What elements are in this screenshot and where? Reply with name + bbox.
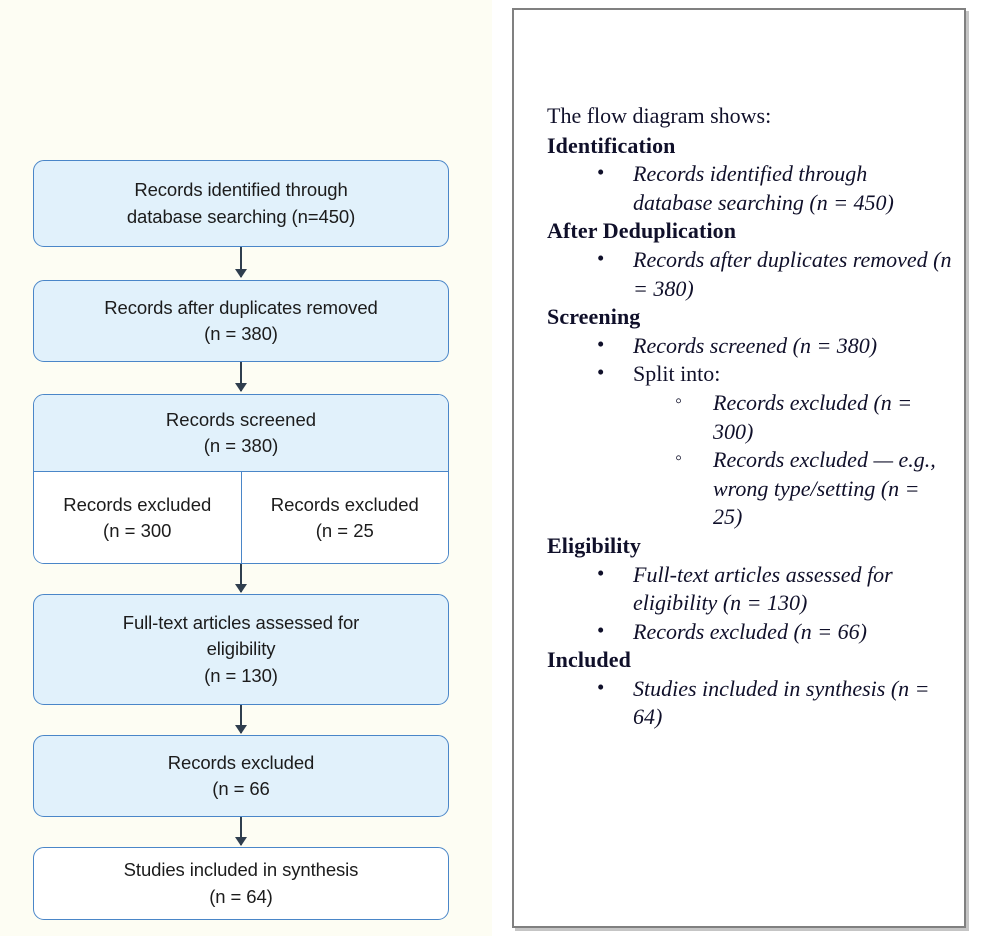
description-heading-included: Included — [547, 647, 631, 673]
description-heading-screening: Screening — [547, 304, 641, 330]
description-heading-eligibility: Eligibility — [547, 532, 642, 558]
flow-box-records-excluded-66: Records excluded (n = 66 — [33, 735, 449, 817]
flow-box-records-identified: Records identified through database sear… — [33, 160, 449, 247]
flow-box-line: Records screened — [165, 408, 317, 430]
flow-box-line: eligibility — [206, 638, 276, 660]
arrow-deduplicated-to-screened — [240, 362, 242, 391]
description-list-item: Records after duplicates removed (n = 38… — [597, 245, 952, 303]
description-panel: The flow diagram shows: Identification R… — [512, 8, 966, 928]
description-heading-identification: Identification — [547, 132, 676, 158]
flow-box-studies-included: Studies included in synthesis (n = 64) — [33, 847, 449, 920]
flow-cell-excluded-25: Records excluded (n = 25 — [242, 472, 449, 563]
flow-box-screened-header: Records screened (n = 380) — [34, 395, 448, 472]
description-list-identification: Records identified through database sear… — [547, 159, 952, 217]
description-list-screening: Records screened (n = 380) Split into: R… — [547, 331, 952, 532]
flow-box-line: (n = 380) — [204, 323, 278, 344]
flow-box-line: database searching (n=450) — [126, 205, 356, 227]
flow-box-line: Studies included in synthesis — [123, 859, 359, 881]
flow-box-fulltext-assessed: Full-text articles assessed for eligibil… — [33, 594, 449, 705]
description-list-item: Studies included in synthesis (n = 64) — [597, 674, 952, 732]
flow-box-line: Records excluded — [270, 493, 419, 515]
description-list-included: Studies included in synthesis (n = 64) — [547, 674, 952, 732]
arrow-screened-to-fulltext — [240, 564, 242, 592]
flow-box-line: (n = 64) — [209, 885, 273, 907]
flow-box-line: Records excluded — [63, 493, 212, 515]
flow-box-line: (n = 66 — [212, 778, 270, 799]
flow-box-after-duplicates-removed: Records after duplicates removed (n = 38… — [33, 280, 449, 362]
description-list-eligibility: Full-text articles assessed for eligibil… — [547, 559, 952, 647]
arrow-fulltext-to-excluded — [240, 705, 242, 733]
flow-box-records-screened: Records screened (n = 380) Records exclu… — [33, 394, 449, 564]
description-sublist-split: Records excluded (n = 300) Records exclu… — [633, 388, 952, 532]
description-list-item: Full-text articles assessed for eligibil… — [597, 559, 952, 618]
flow-diagram-canvas: Records identified through database sear… — [0, 0, 492, 936]
description-sublist-item: Records excluded (n = 300) — [673, 388, 952, 446]
description-intro: The flow diagram shows: — [547, 103, 772, 128]
description-list-item: Records screened (n = 380) — [597, 331, 952, 361]
description-content: The flow diagram shows: Identification R… — [514, 10, 964, 732]
flow-box-line: Full-text articles assessed for — [122, 612, 360, 634]
description-list-after-deduplication: Records after duplicates removed (n = 38… — [547, 245, 952, 303]
flow-box-line: (n = 130) — [204, 664, 278, 686]
arrow-identified-to-deduplicated — [240, 247, 242, 277]
flow-box-line: (n = 25 — [315, 520, 374, 541]
description-sublist-item: Records excluded — e.g., wrong type/sett… — [673, 445, 952, 532]
flow-box-screened-split: Records excluded (n = 300 Records exclud… — [34, 472, 449, 563]
flow-box-line: Records identified through — [134, 179, 348, 201]
description-list-item-label: Split into: — [633, 361, 721, 387]
description-list-item: Records identified through database sear… — [597, 159, 952, 217]
description-heading-after-deduplication: After Deduplication — [547, 218, 737, 244]
flow-box-line: Records excluded — [167, 751, 315, 773]
arrow-excluded-to-included — [240, 817, 242, 845]
flow-box-line: (n = 300 — [103, 520, 172, 541]
flow-box-line: (n = 380) — [203, 435, 279, 456]
flow-box-line: Records after duplicates removed — [104, 296, 378, 318]
description-list-item: Records excluded (n = 66) — [597, 617, 952, 647]
flow-cell-excluded-300: Records excluded (n = 300 — [34, 472, 242, 563]
description-list-item-split-into: Split into: Records excluded (n = 300) R… — [597, 359, 952, 532]
